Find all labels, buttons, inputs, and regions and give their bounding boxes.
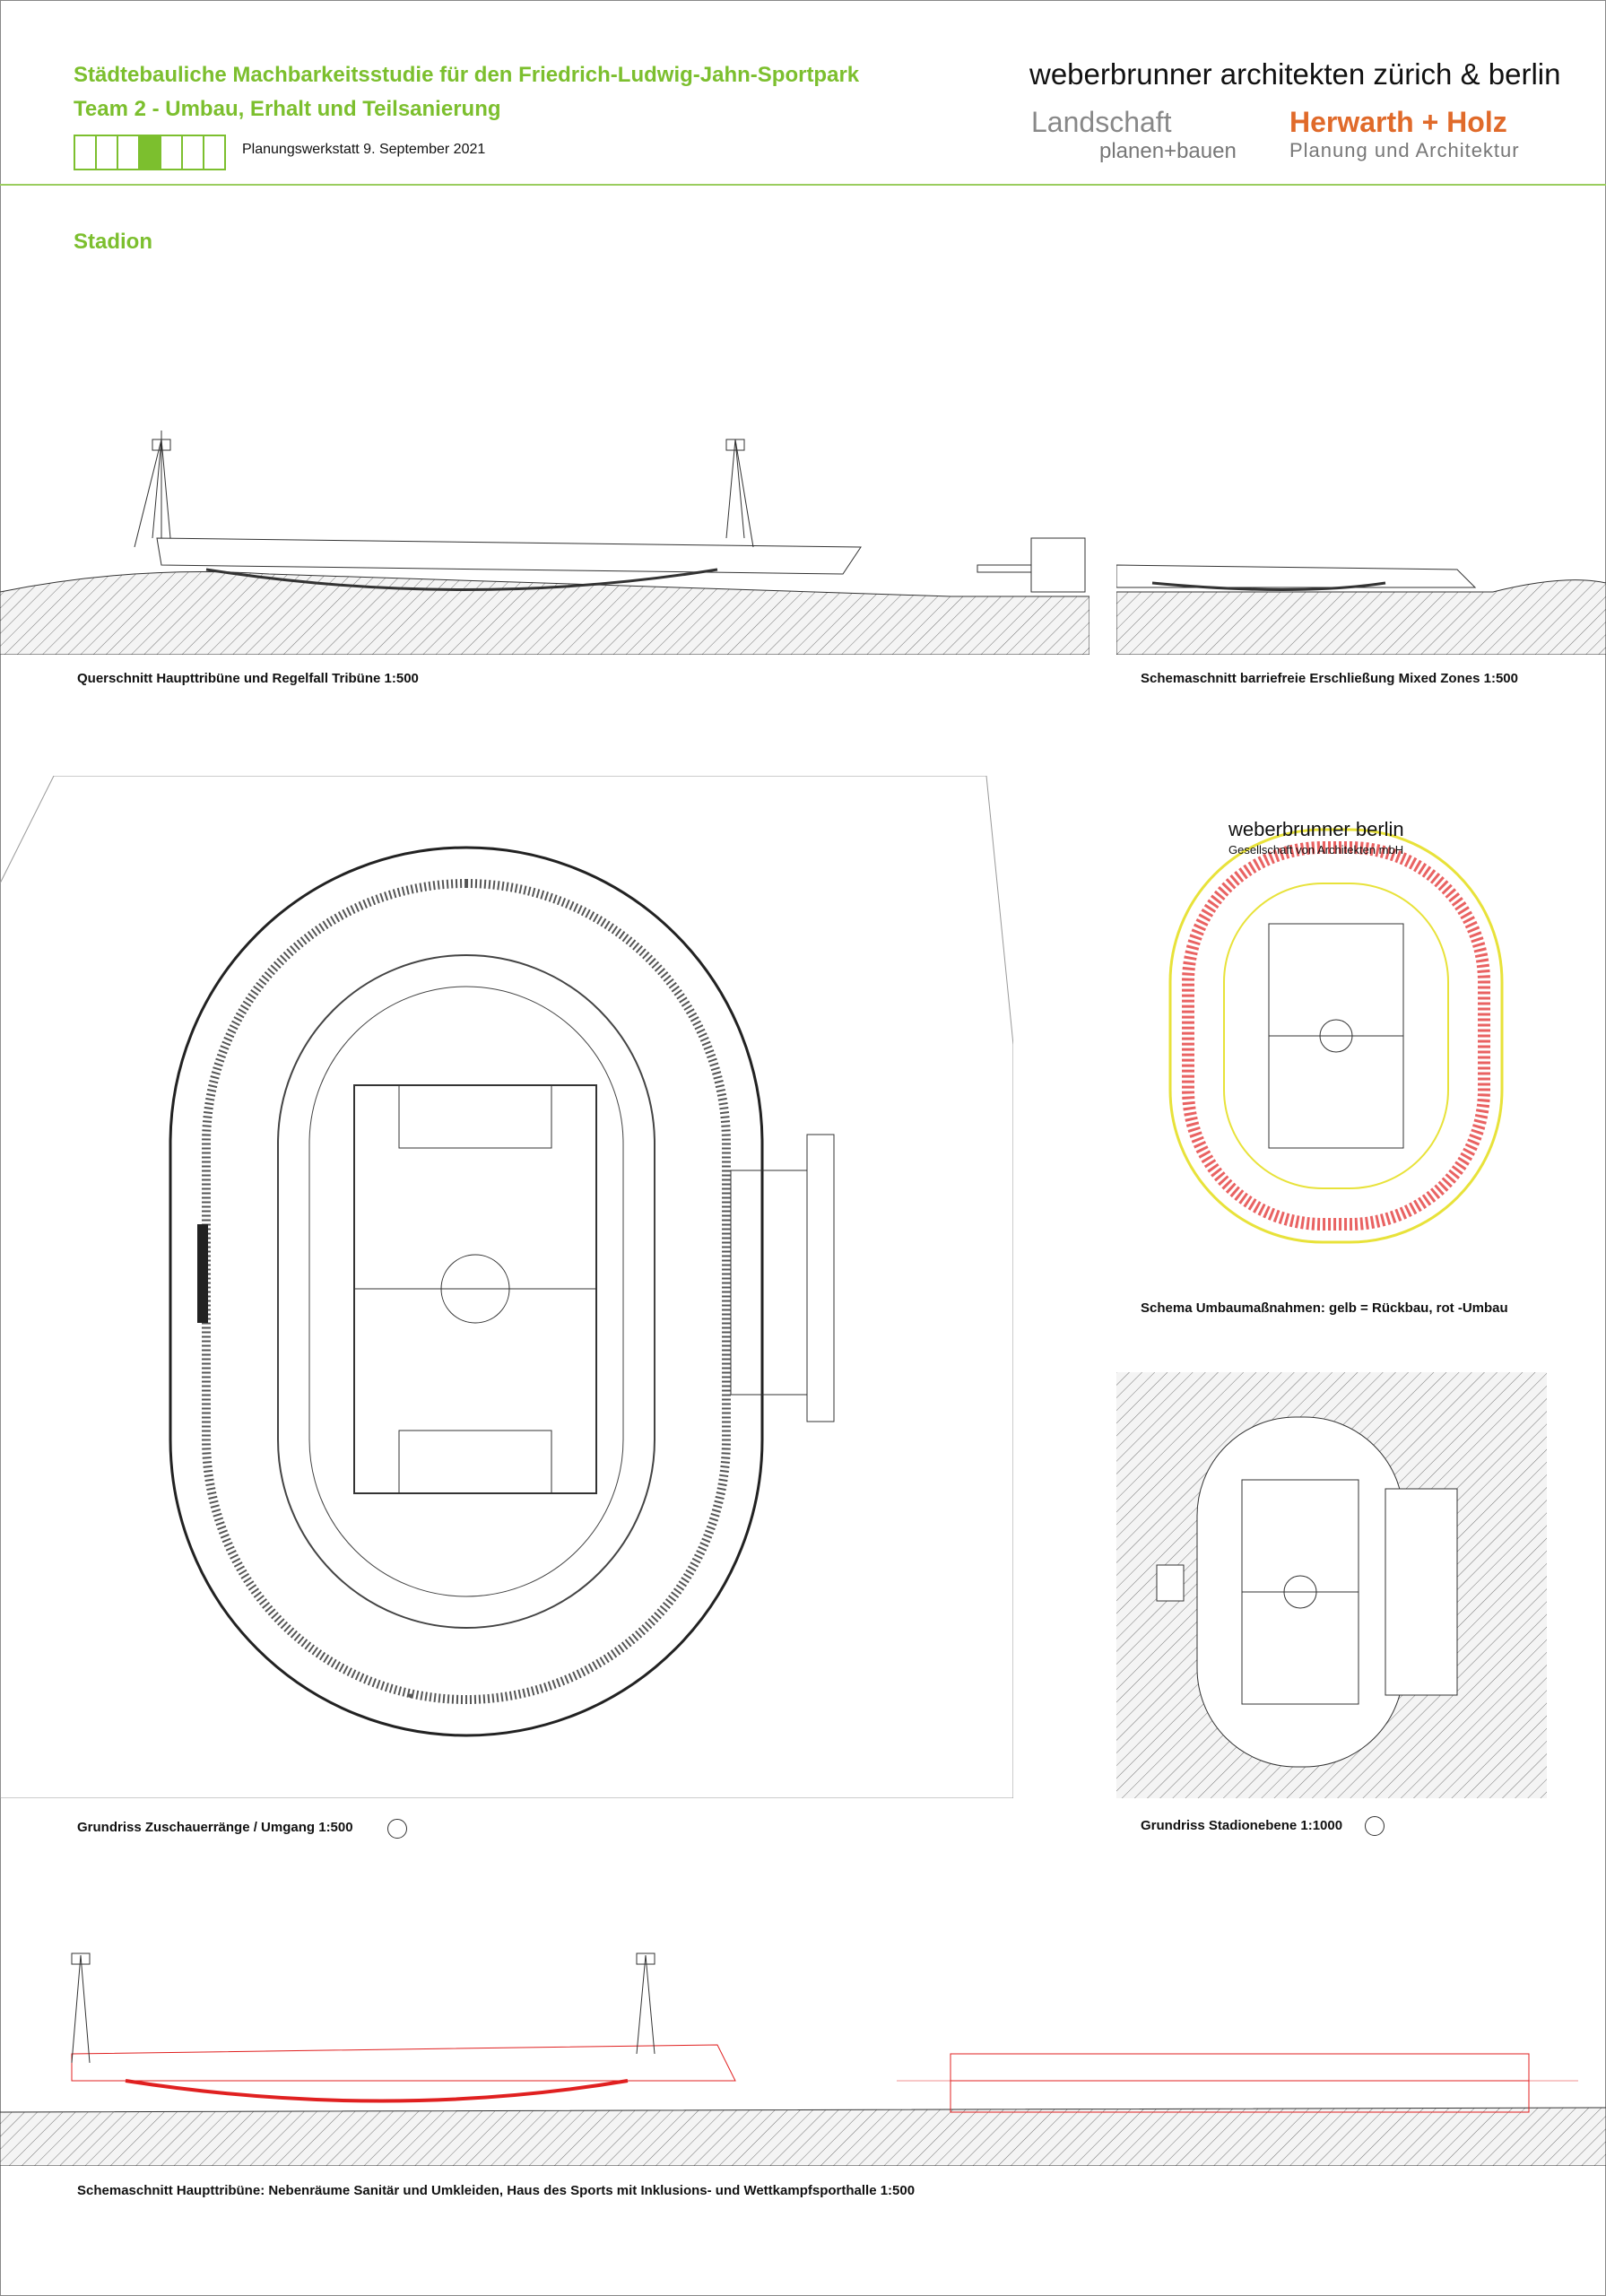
caption-plan-main: Grundriss Zuschauerränge / Umgang 1:500 xyxy=(77,1820,353,1835)
north-arrow-icon xyxy=(1365,1816,1385,1836)
schema-umbau-drawing xyxy=(1168,828,1504,1244)
step xyxy=(97,136,118,169)
schema-section-drawing xyxy=(1116,564,1606,655)
poster-subtitle: Team 2 - Umbau, Erhalt und Teilsanierung xyxy=(74,97,501,121)
caption-cross-section: Querschnitt Haupttribüne und Regelfall T… xyxy=(77,671,419,686)
step xyxy=(161,136,183,169)
firm-name: weberbrunner architekten zürich & berlin xyxy=(1029,57,1561,91)
partner2-logo: Herwarth + Holz xyxy=(1289,106,1507,138)
step xyxy=(75,136,97,169)
step xyxy=(183,136,204,169)
bottom-section-drawing xyxy=(0,1952,1606,2166)
caption-schema-section: Schemaschnitt barriefreie Erschließung M… xyxy=(1141,671,1518,686)
step xyxy=(204,136,224,169)
step xyxy=(118,136,140,169)
stamp-line1: weberbrunner berlin xyxy=(1228,818,1404,840)
step-active xyxy=(140,136,161,169)
caption-plan-level: Grundriss Stadionebene 1:1000 xyxy=(1141,1818,1343,1833)
stadium-plan-drawing xyxy=(0,776,1013,1798)
header-divider xyxy=(0,184,1606,186)
partner1-sub: planen+bauen xyxy=(1099,139,1237,163)
caption-bottom-section: Schemaschnitt Haupttribüne: Nebenräume S… xyxy=(77,2183,916,2198)
partner1-logo: Landschaft xyxy=(1031,106,1172,138)
stadium-level-plan-drawing xyxy=(1116,1372,1547,1798)
partner2-sub: Planung und Architektur xyxy=(1289,139,1520,161)
workshop-date: Planungswerkstatt 9. September 2021 xyxy=(242,142,486,157)
north-arrow-icon xyxy=(387,1819,407,1839)
progress-steps xyxy=(74,135,226,170)
section-title: Stadion xyxy=(74,230,152,254)
poster-title: Städtebauliche Machbarkeitsstudie für de… xyxy=(74,63,860,87)
stamp-line2: Gesellschaft von Architekten mbH xyxy=(1228,843,1404,857)
caption-schema-umbau: Schema Umbaumaßnahmen: gelb = Rückbau, r… xyxy=(1141,1300,1508,1316)
cross-section-drawing xyxy=(0,430,1089,655)
